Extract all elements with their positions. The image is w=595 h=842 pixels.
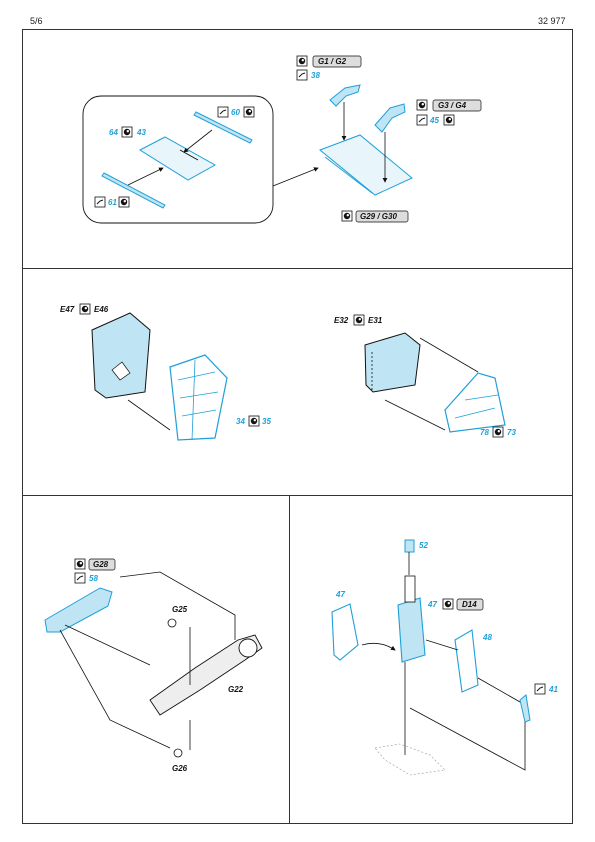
label-g26: G26 (172, 764, 188, 773)
label-34: 34 (236, 417, 245, 426)
part-34-35 (169, 354, 228, 441)
part-g26 (173, 748, 183, 758)
label-g3-g4: G3 / G4 (438, 101, 467, 110)
section-divider-1 (22, 268, 573, 269)
part-e46-e47 (91, 312, 151, 399)
part-45 (374, 103, 406, 133)
label-e32: E32 (334, 316, 349, 325)
part-61 (101, 172, 166, 209)
hatched-area (374, 743, 446, 776)
instruction-frame (22, 29, 573, 824)
section-4 (331, 539, 531, 776)
label-47-right: 47 (427, 600, 437, 609)
label-45: 45 (429, 116, 439, 125)
label-64: 64 (109, 128, 118, 137)
label-48: 48 (482, 633, 492, 642)
kit-code: 32 977 (538, 16, 566, 26)
label-e46: E46 (94, 305, 109, 314)
label-52: 52 (419, 541, 428, 550)
label-g29-g30: G29 / G30 (360, 212, 397, 221)
label-61: 61 (108, 198, 117, 207)
label-78: 78 (480, 428, 489, 437)
label-d14: D14 (462, 600, 477, 609)
label-g1-g2: G1 / G2 (318, 57, 347, 66)
label-g28: G28 (93, 560, 109, 569)
part-g25 (167, 618, 177, 628)
section-1 (82, 84, 413, 224)
part-41 (519, 694, 531, 723)
part-48 (454, 629, 479, 693)
label-g22: G22 (228, 685, 244, 694)
part-60 (193, 111, 253, 144)
label-e47: E47 (60, 305, 75, 314)
label-41: 41 (548, 685, 558, 694)
label-60: 60 (231, 108, 240, 117)
part-g22 (149, 634, 263, 716)
page-number: 5/6 (30, 16, 43, 26)
section-2 (91, 312, 506, 441)
detail-inset (82, 95, 274, 224)
part-43 (138, 136, 217, 181)
part-47-right (397, 597, 426, 663)
part-e31-e32 (364, 332, 421, 393)
label-g25: G25 (172, 605, 188, 614)
part-58 (44, 587, 113, 633)
section-3 (44, 571, 263, 758)
part-73-78 (444, 372, 506, 433)
label-35: 35 (262, 417, 271, 426)
part-52 (404, 539, 415, 553)
label-47-left: 47 (335, 590, 345, 599)
part-38 (329, 84, 361, 107)
label-43: 43 (136, 128, 146, 137)
label-58: 58 (89, 574, 98, 583)
label-38: 38 (311, 71, 320, 80)
part-g29-g30 (319, 134, 413, 196)
label-e31: E31 (368, 316, 383, 325)
section-divider-2 (22, 495, 573, 496)
part-47-left (331, 603, 359, 661)
section-divider-vertical (289, 495, 290, 824)
label-73: 73 (507, 428, 516, 437)
